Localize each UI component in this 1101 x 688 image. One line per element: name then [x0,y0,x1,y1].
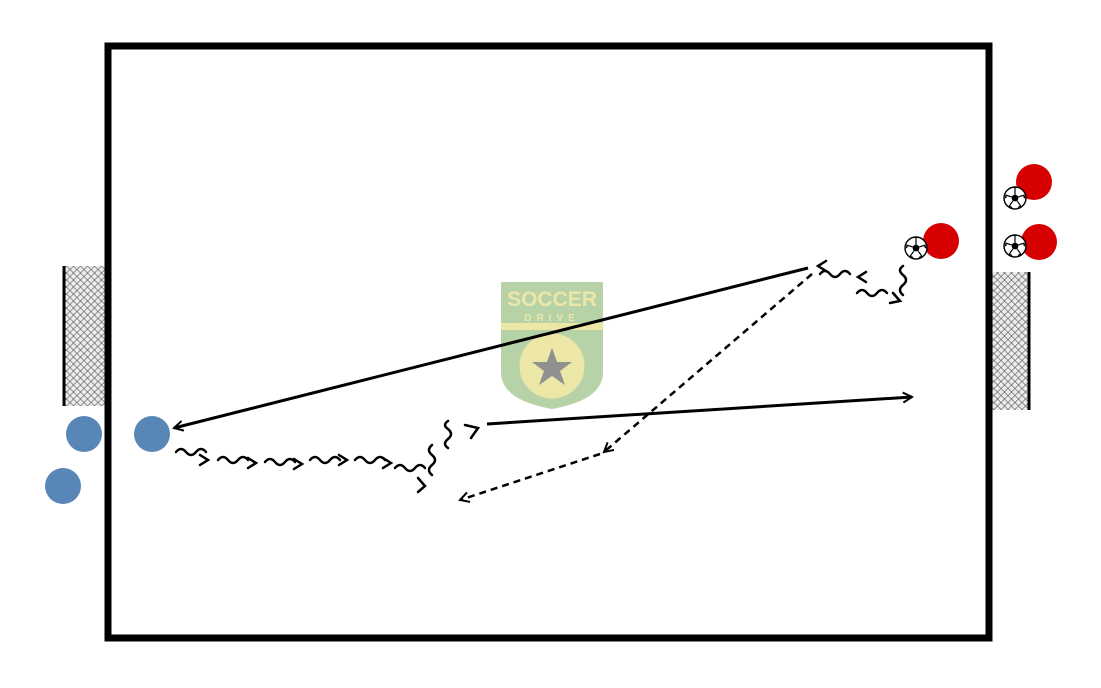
blue-dribble-path [174,419,481,494]
soccer-ball-icon [1003,234,1027,258]
field-boundary [104,42,993,642]
left-goal [64,266,108,406]
blue-pass-arrow [486,397,912,426]
soccer-drive-logo: SOCCER DRIVE [501,282,603,409]
logo-band [501,323,603,330]
blue-player [66,416,102,452]
red-player [1021,224,1057,260]
right-goal [989,272,1029,410]
soccer-ball-icon [1003,186,1027,210]
red-run-arrow [604,273,813,452]
logo-star-icon [532,348,572,385]
red-run-arrow [460,452,601,500]
red-player [1016,164,1052,200]
logo-subtitle: DRIVE [524,313,580,324]
logo-title: SOCCER [507,288,597,311]
red-player [923,223,959,259]
red-pass-arrow [174,266,809,428]
soccer-ball-icon [904,236,928,260]
red-dribble-path [815,259,908,305]
blue-player [45,468,81,504]
blue-player [134,416,170,452]
